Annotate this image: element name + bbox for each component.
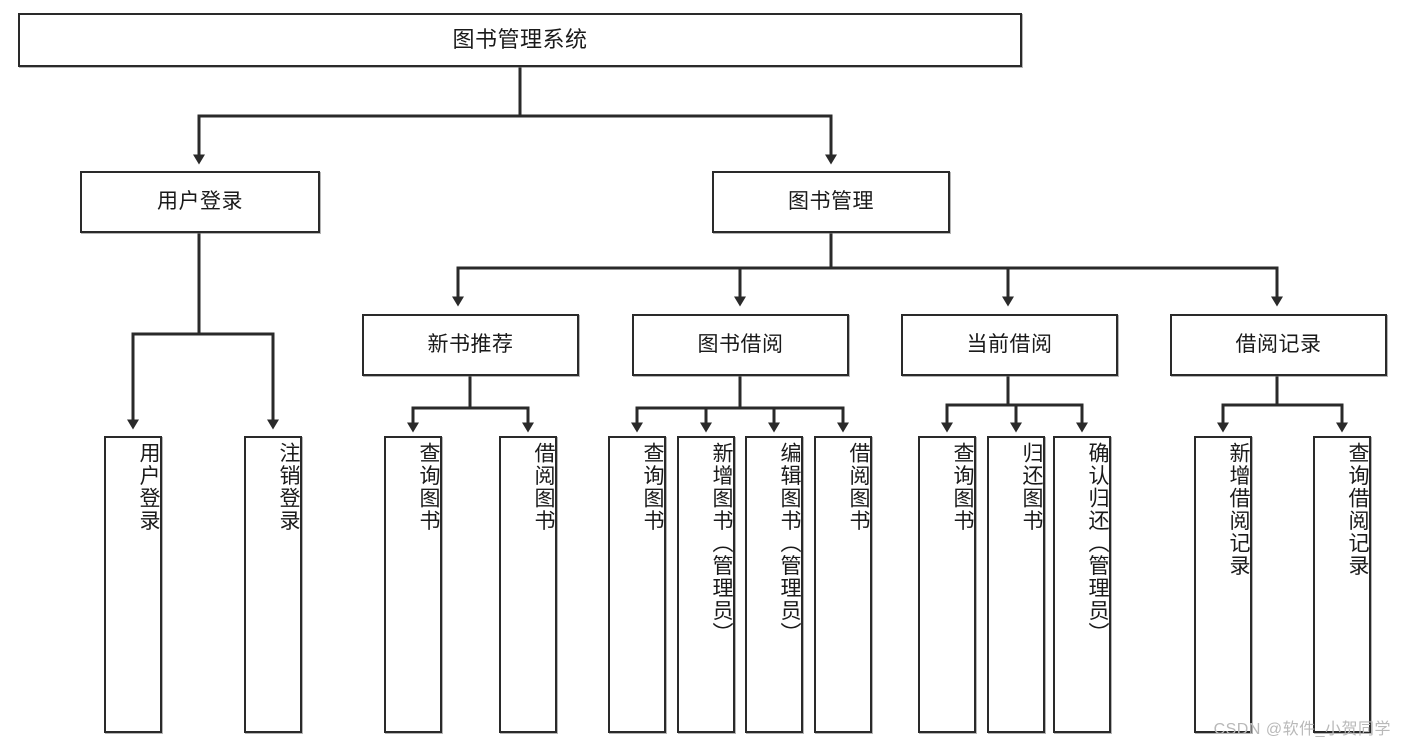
node-book-manage-label: 图书管理 [788,189,874,213]
leaf-return-book-label: 归还图书 [1020,442,1043,532]
leaf-edit-book[interactable]: 编辑图书（管理员） [745,436,803,733]
node-root-label: 图书管理系统 [452,27,588,53]
leaf-edit-book-label: 编辑图书（管理员） [778,442,801,645]
node-root[interactable]: 图书管理系统 [18,13,1022,67]
leaf-borrow-book-2[interactable]: 借阅图书 [814,436,872,733]
leaf-confirm-return-label: 确认归还（管理员） [1086,442,1109,645]
node-borrow-record[interactable]: 借阅记录 [1170,314,1387,376]
leaf-query-book-1[interactable]: 查询图书 [384,436,442,733]
leaf-query-book-1-label: 查询图书 [417,442,440,532]
leaf-query-book-3-label: 查询图书 [951,442,974,532]
leaf-borrow-book-1-label: 借阅图书 [532,442,555,532]
leaf-borrow-book-2-label: 借阅图书 [847,442,870,532]
node-book-manage[interactable]: 图书管理 [712,171,950,233]
leaf-query-book-3[interactable]: 查询图书 [918,436,976,733]
leaf-borrow-book-1[interactable]: 借阅图书 [499,436,557,733]
node-new-book-recommend-label: 新书推荐 [427,332,514,356]
node-user-login[interactable]: 用户登录 [80,171,320,233]
leaf-return-book[interactable]: 归还图书 [987,436,1045,733]
leaf-query-record-label: 查询借阅记录 [1346,442,1369,577]
node-current-borrow-label: 当前借阅 [966,332,1053,356]
leaf-confirm-return[interactable]: 确认归还（管理员） [1053,436,1111,733]
node-user-login-label: 用户登录 [157,189,243,213]
node-borrow-record-label: 借阅记录 [1235,332,1322,356]
leaf-logout-login-label: 注销登录 [277,442,300,532]
leaf-query-book-2-label: 查询图书 [641,442,664,532]
leaf-query-book-2[interactable]: 查询图书 [608,436,666,733]
node-new-book-recommend[interactable]: 新书推荐 [362,314,579,376]
node-book-borrow-label: 图书借阅 [697,332,784,356]
leaf-add-record[interactable]: 新增借阅记录 [1194,436,1252,733]
leaf-logout-login[interactable]: 注销登录 [244,436,302,733]
leaf-query-record[interactable]: 查询借阅记录 [1313,436,1371,733]
leaf-add-record-label: 新增借阅记录 [1227,442,1250,577]
leaf-user-login-label: 用户登录 [137,442,160,532]
node-book-borrow[interactable]: 图书借阅 [632,314,849,376]
leaf-user-login[interactable]: 用户登录 [104,436,162,733]
leaf-add-book[interactable]: 新增图书（管理员） [677,436,735,733]
leaf-add-book-label: 新增图书（管理员） [710,442,733,645]
node-current-borrow[interactable]: 当前借阅 [901,314,1118,376]
